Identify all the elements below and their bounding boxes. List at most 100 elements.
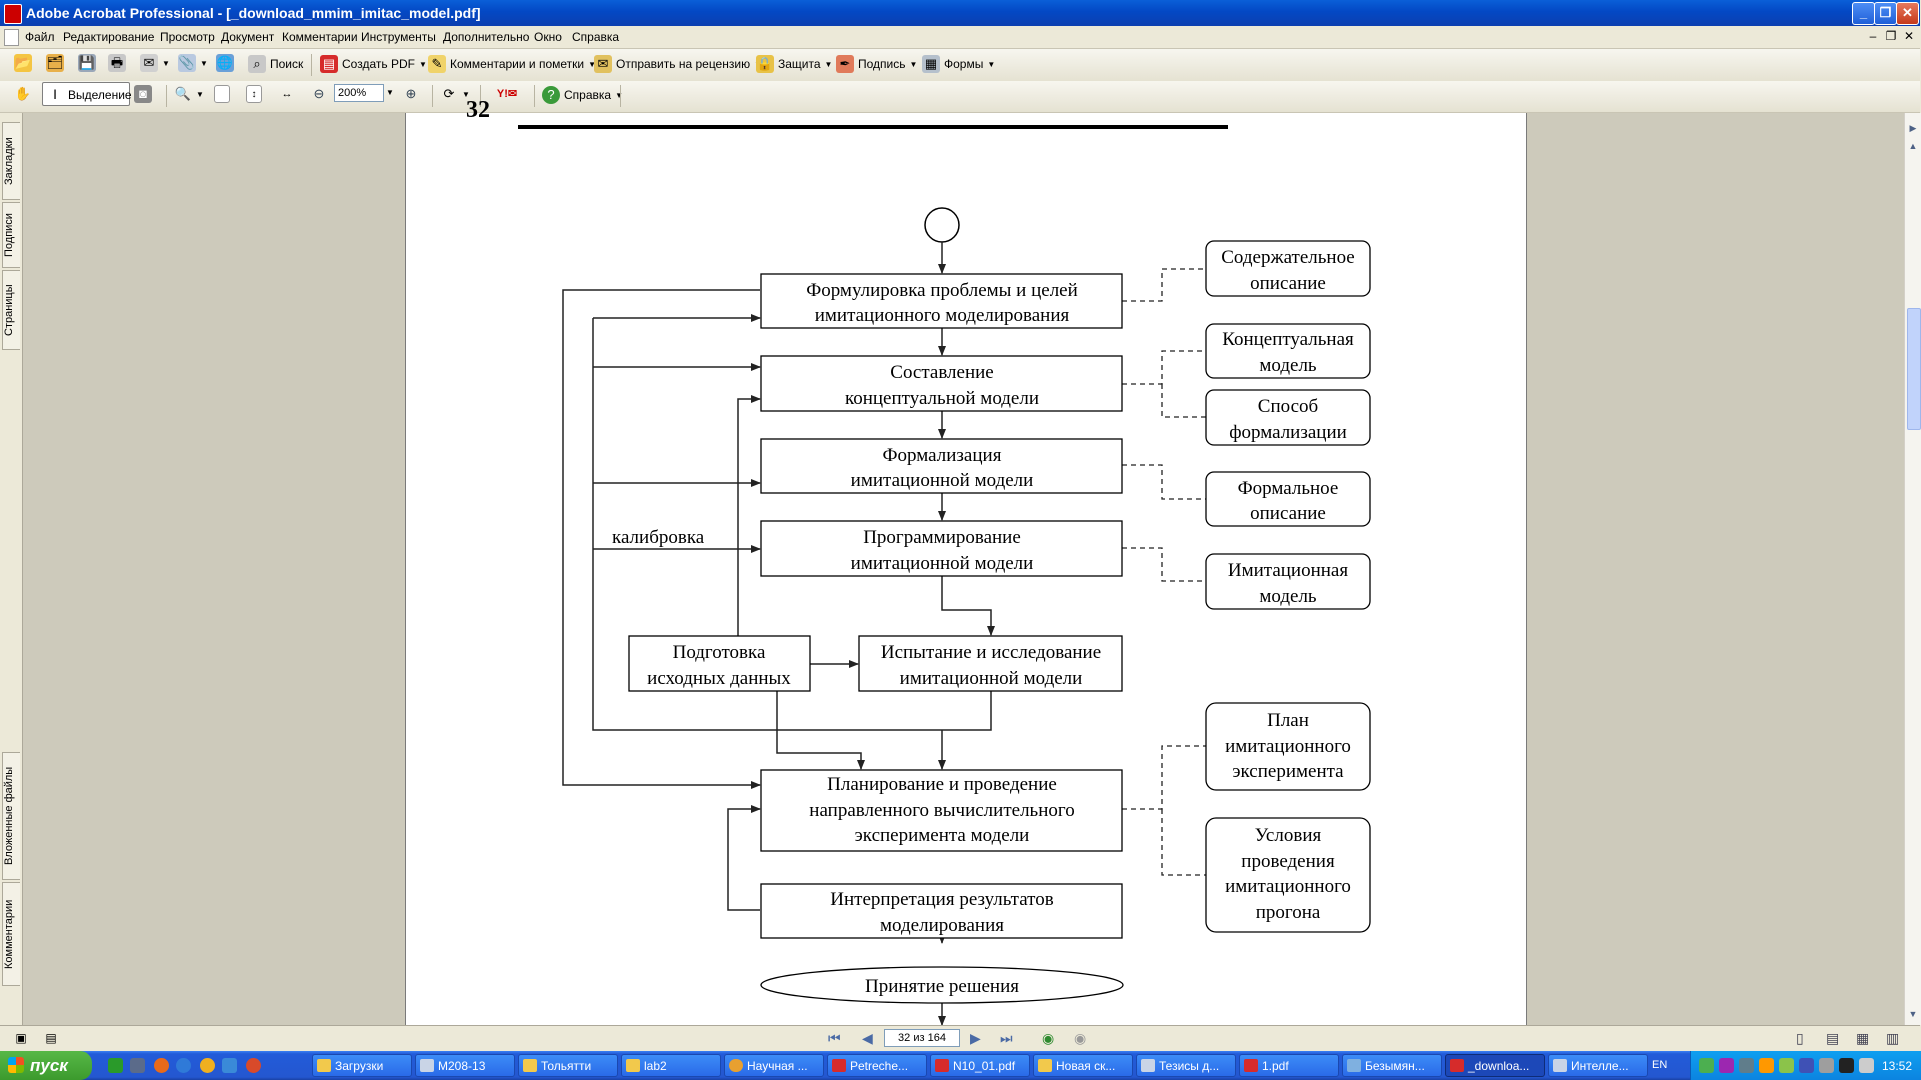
menu-tools[interactable]: Инструменты — [361, 30, 436, 44]
select-tool-button[interactable] — [42, 82, 130, 106]
doc-restore-icon[interactable]: ❐ — [1885, 29, 1897, 43]
restore-button[interactable]: ❐ — [1874, 2, 1897, 25]
actual-size-icon[interactable] — [214, 85, 230, 103]
tab-signatures[interactable]: Подписи — [2, 202, 20, 268]
quicklaunch-firefox-icon[interactable] — [154, 1058, 169, 1073]
vertical-scrollbar[interactable]: ▶ ▲ ▼ — [1904, 113, 1921, 1025]
output-3-line1: Способ — [1258, 396, 1318, 417]
task-theses[interactable]: Тезисы д... — [1136, 1054, 1236, 1077]
email-icon[interactable]: ✉▼ — [140, 54, 170, 72]
scroll-thumb[interactable] — [1907, 308, 1921, 430]
doc-minimize-icon[interactable]: – — [1869, 29, 1877, 43]
single-page-icon[interactable]: ▯ — [1796, 1030, 1804, 1046]
tray-icon-1[interactable] — [1699, 1058, 1714, 1073]
comments-button[interactable]: ✎Комментарии и пометки▼ — [428, 55, 596, 73]
tray-icon-7[interactable] — [1819, 1058, 1834, 1073]
first-page-icon[interactable]: ⏮ — [828, 1030, 841, 1046]
quicklaunch-media-icon[interactable] — [246, 1058, 261, 1073]
create-pdf-button[interactable]: ▤Создать PDF▼ — [320, 55, 427, 73]
tray-icon-2[interactable] — [1719, 1058, 1734, 1073]
yahoo-toolbar-icon[interactable]: Y!✉ — [496, 88, 518, 100]
menu-comments[interactable]: Комментарии — [282, 30, 358, 44]
quicklaunch-chrome-icon[interactable] — [200, 1058, 215, 1073]
task-scientific[interactable]: Научная ... — [724, 1054, 824, 1077]
fit-width-icon[interactable]: ↔ — [281, 88, 293, 100]
task-m208[interactable]: M208-13 — [415, 1054, 515, 1077]
task-n10[interactable]: N10_01.pdf — [930, 1054, 1030, 1077]
menu-advanced[interactable]: Дополнительно — [443, 30, 530, 44]
quicklaunch-browser-icon[interactable] — [222, 1058, 237, 1073]
start-button[interactable]: пуск — [0, 1051, 92, 1080]
facing-pages-icon[interactable]: ▦ — [1856, 1030, 1870, 1046]
doc-close-icon[interactable]: ✕ — [1903, 29, 1915, 43]
task-untitled[interactable]: Безымян... — [1342, 1054, 1442, 1077]
output-box-formalization-method — [1205, 389, 1371, 446]
zoom-in-tool-icon[interactable]: 🔍▼ — [174, 86, 204, 101]
save-icon[interactable]: 💾 — [78, 54, 96, 72]
tray-icon-6[interactable] — [1799, 1058, 1814, 1073]
page-setup-icon[interactable]: ▤ — [45, 1031, 57, 1045]
snapshot-icon[interactable]: ◙ — [134, 85, 152, 103]
task-tolyatti[interactable]: Тольятти — [518, 1054, 618, 1077]
speaker-icon[interactable] — [1859, 1058, 1874, 1073]
menu-file[interactable]: Файл — [25, 30, 55, 44]
fit-page-icon[interactable]: ↕ — [246, 85, 262, 103]
quicklaunch-app-icon[interactable] — [130, 1058, 145, 1073]
tab-pages[interactable]: Страницы — [2, 270, 20, 350]
quicklaunch-ie-icon[interactable] — [176, 1058, 191, 1073]
next-page-icon[interactable]: ▶ — [970, 1030, 981, 1046]
hand-tool-icon[interactable]: ✋ — [14, 86, 32, 101]
task-petreche[interactable]: Petreche... — [827, 1054, 927, 1077]
menu-help[interactable]: Справка — [572, 30, 620, 44]
task-lab2[interactable]: lab2 — [621, 1054, 721, 1077]
task-downloads[interactable]: Загрузки — [312, 1054, 412, 1077]
close-button[interactable]: ✕ — [1896, 2, 1919, 25]
previous-page-icon[interactable]: ◀ — [862, 1030, 873, 1046]
menu-view[interactable]: Просмотр — [160, 30, 215, 44]
forms-button[interactable]: ▦Формы▼ — [922, 55, 995, 73]
print-icon[interactable]: 🖶 — [108, 54, 126, 72]
task-acrobat-active[interactable]: _downloa... — [1445, 1054, 1545, 1077]
tab-comments[interactable]: Комментарии — [2, 882, 20, 986]
nav-pane-icon[interactable]: ▣ — [15, 1031, 27, 1045]
page-indicator-input[interactable] — [884, 1029, 960, 1047]
document-icon — [1553, 1059, 1567, 1072]
scroll-down-icon[interactable]: ▼ — [1908, 1009, 1918, 1019]
tab-attachments[interactable]: Вложенные файлы — [2, 752, 20, 880]
language-indicator[interactable]: EN — [1652, 1059, 1668, 1071]
scroll-right-icon[interactable]: ▶ — [1909, 123, 1917, 133]
menu-edit[interactable]: Редактирование — [63, 30, 155, 44]
tab-bookmarks[interactable]: Закладки — [2, 122, 20, 200]
tray-icon-8[interactable] — [1839, 1058, 1854, 1073]
menu-document[interactable]: Документ — [221, 30, 275, 44]
protect-button[interactable]: 🔒Защита▼ — [756, 55, 833, 73]
zoom-in-icon[interactable]: ⊕ — [405, 86, 417, 101]
task-1pdf[interactable]: 1.pdf — [1239, 1054, 1339, 1077]
task-new-folder[interactable]: Новая ск... — [1033, 1054, 1133, 1077]
sign-button[interactable]: ✒Подпись▼ — [836, 55, 917, 73]
minimize-button[interactable]: _ — [1852, 2, 1875, 25]
zoom-dropdown-icon[interactable]: ▼ — [386, 88, 394, 97]
next-view-icon[interactable]: ◉ — [1074, 1030, 1087, 1046]
task-intellect[interactable]: Интелле... — [1548, 1054, 1648, 1077]
menu-window[interactable]: Окно — [534, 30, 562, 44]
attach-icon[interactable]: 📎▼ — [178, 54, 208, 72]
rotate-view-icon[interactable]: ⟳▼ — [443, 86, 470, 101]
tray-icon-4[interactable] — [1759, 1058, 1774, 1073]
organizer-icon[interactable]: 🗂 — [46, 54, 64, 72]
scroll-up-icon[interactable]: ▲ — [1908, 141, 1918, 151]
continuous-facing-icon[interactable]: ▥ — [1886, 1030, 1900, 1046]
previous-view-icon[interactable]: ◉ — [1042, 1030, 1055, 1046]
send-review-button[interactable]: ✉Отправить на рецензию▼ — [594, 55, 762, 73]
help-button[interactable]: ?Справка▼ — [542, 86, 623, 104]
quicklaunch-excel-icon[interactable] — [108, 1058, 123, 1073]
web-icon[interactable]: 🌐 — [216, 54, 234, 72]
continuous-icon[interactable]: ▤ — [1826, 1030, 1840, 1046]
tray-icon-5[interactable] — [1779, 1058, 1794, 1073]
last-page-icon[interactable]: ⏭ — [1000, 1030, 1013, 1046]
zoom-level-input[interactable] — [334, 84, 384, 102]
search-button[interactable]: ⌕Поиск — [248, 55, 303, 73]
zoom-out-icon[interactable]: ⊖ — [313, 86, 325, 101]
tray-icon-3[interactable] — [1739, 1058, 1754, 1073]
open-icon[interactable]: 📂 — [14, 54, 32, 72]
